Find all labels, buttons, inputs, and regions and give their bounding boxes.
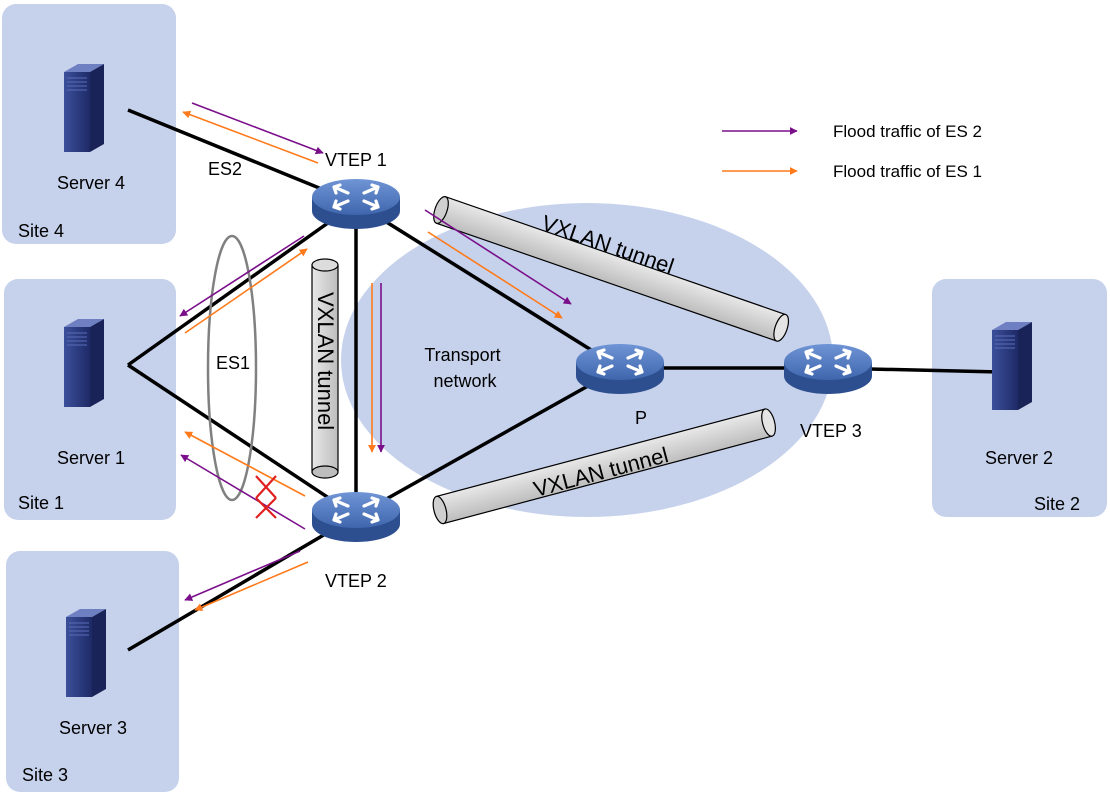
link-server3-vtep2 <box>127 514 357 652</box>
es2-label: ES2 <box>208 159 242 179</box>
server1-label: Server 1 <box>57 448 125 468</box>
blocked-traffic-marks <box>255 475 277 519</box>
flow-es1-vtep1-to-server4 <box>182 110 319 164</box>
flow-es2-vtep2-to-server3 <box>184 550 301 601</box>
server1-icon <box>63 318 105 408</box>
es1-label: ES1 <box>216 353 250 373</box>
flow-es1-vtep1-to-p <box>427 231 563 319</box>
server3-icon <box>65 608 107 698</box>
legend-es1-label: Flood traffic of ES 1 <box>833 162 982 181</box>
server2-icon <box>991 321 1033 411</box>
server4-icon <box>63 63 105 153</box>
vtep3-label: VTEP 3 <box>800 421 862 441</box>
vtep3-router-icon <box>782 342 874 396</box>
site1-label: Site 1 <box>18 493 64 513</box>
vtep2-router-icon <box>310 490 402 544</box>
server2-label: Server 2 <box>985 448 1053 468</box>
transport-network-label: Transport network <box>424 345 505 391</box>
flow-es2-vtep2-to-server1 <box>180 454 306 530</box>
site4-label: Site 4 <box>18 221 64 241</box>
transport-network-line2: network <box>433 371 497 391</box>
legend: Flood traffic of ES 2 Flood traffic of E… <box>722 122 982 181</box>
link-vtep2-p <box>355 366 621 518</box>
flow-es1-server1-to-vtep1 <box>184 248 308 334</box>
vtep1-label: VTEP 1 <box>325 150 387 170</box>
site3-label: Site 3 <box>22 765 68 785</box>
link-server4-vtep1 <box>127 108 357 205</box>
vxlan-tunnel-vertical-label: VXLAN tunnel <box>313 292 338 430</box>
flood-traffic-arrows <box>179 102 572 611</box>
flow-es1-vtep2-to-server3 <box>194 561 309 611</box>
flow-es2-vtep1-to-p <box>424 209 572 305</box>
vxlan-tunnel-vertical <box>311 258 339 479</box>
flow-es1-vtep2-to-server1 <box>184 431 306 497</box>
legend-es2-label: Flood traffic of ES 2 <box>833 122 982 141</box>
es1-ellipse <box>206 234 258 502</box>
site2-label: Site 2 <box>1034 494 1080 514</box>
vxlan-tunnel-lower <box>432 408 776 525</box>
vtep2-label: VTEP 2 <box>325 571 387 591</box>
transport-network-line1: Transport <box>424 345 500 365</box>
link-server1-vtep1 <box>126 201 358 367</box>
server4-label: Server 4 <box>57 173 125 193</box>
vxlan-tunnel-upper <box>433 196 790 342</box>
link-server1-vtep2 <box>127 363 357 518</box>
vtep1-router-icon <box>310 177 402 231</box>
server3-label: Server 3 <box>59 718 127 738</box>
p-router-icon <box>574 342 666 396</box>
link-vtep1-p <box>355 201 621 370</box>
flow-es2-server4-to-vtep1 <box>191 102 324 155</box>
p-label: P <box>635 408 647 428</box>
flow-es2-vtep1-to-server1 <box>179 235 305 317</box>
